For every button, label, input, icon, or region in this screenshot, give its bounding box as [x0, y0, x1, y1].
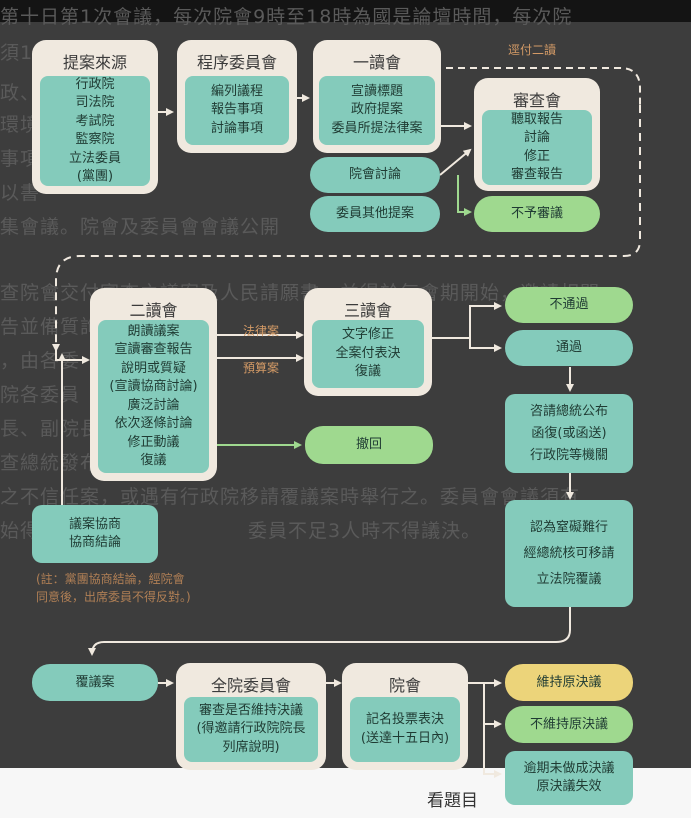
node-procedure: 程序委員會 編列議程 報告事項 討論事項 — [177, 40, 297, 153]
node-failed: 不通過 — [505, 287, 633, 323]
label-law-bill: 法律案 — [243, 324, 280, 338]
background-line: 長、副院長 — [0, 418, 101, 440]
node-second-reading-title: 二讀會 — [129, 301, 178, 320]
node-promulgate: 咨請總統公布 函復(或函送) 行政院等機關 — [505, 394, 633, 473]
node-source-title: 提案來源 — [62, 53, 127, 72]
node-passed: 通過 — [505, 330, 633, 366]
background-line: 之不信任案，或遇有行政院移請覆議案時舉行之。委員會會議須有 — [0, 486, 581, 508]
background-line: 查總統發布 — [0, 452, 101, 474]
arrow-plenary-expired — [483, 724, 502, 778]
arrow-discussion-review — [439, 148, 472, 176]
arrow-no-review — [457, 175, 472, 216]
node-veto-request: 認為窒礙難行 經總統核可移請 立法院覆議 — [505, 500, 633, 607]
label-budget-bill: 預算案 — [243, 361, 280, 375]
node-third-reading-body: 文字修正 全案付表決 復議 — [335, 327, 401, 380]
background-line: 委員不足3人時不得議決。 — [248, 520, 482, 542]
node-withdraw: 撤回 — [305, 426, 433, 464]
node-second-reading: 二讀會 朗讀議案 宣讀審查報告 說明或質疑 (宣讀協商討論) 廣泛討論 依次逐條… — [90, 288, 217, 481]
node-other-proposals: 委員其他提案 — [310, 196, 440, 232]
background-top-bar — [0, 0, 691, 22]
arrow-refer-second-top — [446, 67, 641, 105]
node-committee-whole-title: 全院委員會 — [210, 676, 291, 695]
arrow-into-second — [55, 350, 90, 364]
arrow-third-failed — [432, 302, 502, 339]
background-line: 院各委員 — [0, 384, 81, 406]
node-third-reading: 三讀會 文字修正 全案付表決 復議 — [304, 288, 432, 396]
node-first-reading-body: 宣讀標題 政府提案 委員所提法律案 — [331, 83, 423, 136]
background-line: 以書 — [0, 182, 41, 204]
node-review: 審查會 聽取報告 討論 修正 審查報告 — [474, 78, 600, 191]
node-committee-whole-body: 審查是否維持決議 (得邀請行政院院長 列席說明) — [196, 702, 306, 755]
arrow-plenary-not-maintain — [483, 683, 502, 728]
node-plenary: 院會 記名投票表決 (送達十五日內) — [342, 663, 468, 770]
background-line: 集會議。院會及委員會會議公開 — [0, 216, 281, 238]
arrow-review-second — [52, 105, 641, 352]
node-procedure-body: 編列議程 報告事項 討論事項 — [210, 83, 263, 136]
node-negotiation: 議案協商 協商結論 — [32, 505, 158, 563]
node-plenary-discussion: 院會討論 — [310, 157, 440, 193]
label-refer-second: 逕付二讀 — [508, 43, 557, 57]
node-first-reading: 一讀會 宣讀標題 政府提案 委員所提法律案 — [313, 40, 441, 153]
background-line: 告並備質詢 — [0, 316, 101, 338]
node-committee-whole: 全院委員會 審查是否維持決議 (得邀請行政院院長 列席說明) — [176, 663, 326, 770]
node-reconsideration: 覆議案 — [32, 664, 158, 701]
note-negotiation: (註：黨團協商結論，經院會 同意後，出席委員不得反對。) — [36, 572, 191, 604]
node-plenary-body: 記名投票表決 (送達十五日內) — [360, 712, 450, 746]
node-procedure-title: 程序委員會 — [196, 53, 277, 72]
node-review-body: 聽取報告 討論 修正 審查報告 — [510, 111, 563, 183]
background-line: 事項 — [0, 148, 41, 170]
node-plenary-title: 院會 — [388, 676, 421, 695]
node-second-reading-body: 朗讀議案 宣讀審查報告 說明或質疑 (宣讀協商討論) 廣泛討論 依次逐條討論 修… — [109, 323, 198, 469]
node-third-reading-title: 三讀會 — [343, 301, 392, 320]
footer-text: 看題目 — [427, 791, 478, 811]
node-no-review: 不予審議 — [474, 196, 600, 232]
node-review-title: 審查會 — [512, 91, 561, 110]
arrow-veto-reconsideration — [88, 607, 571, 656]
node-expired: 逾期未做成決議 原決議失效 — [505, 751, 633, 805]
background-line: 政、 — [0, 82, 41, 104]
node-first-reading-title: 一讀會 — [352, 53, 401, 72]
node-source-body: 行政院 司法院 考試院 監察院 立法委員 (黨團) — [68, 76, 121, 185]
node-not-maintain: 不維持原決議 — [505, 706, 633, 743]
node-source: 提案來源 行政院 司法院 考試院 監察院 立法委員 (黨團) — [32, 40, 158, 194]
background-line: 始得 — [0, 520, 41, 542]
arrow-third-passed — [469, 338, 502, 352]
background-line: 第十日第1次會議，每次院會9時至18時為國是論壇時間，每次院 — [0, 6, 573, 28]
node-maintain: 維持原決議 — [505, 664, 633, 701]
background-line: 環境 — [0, 114, 41, 136]
